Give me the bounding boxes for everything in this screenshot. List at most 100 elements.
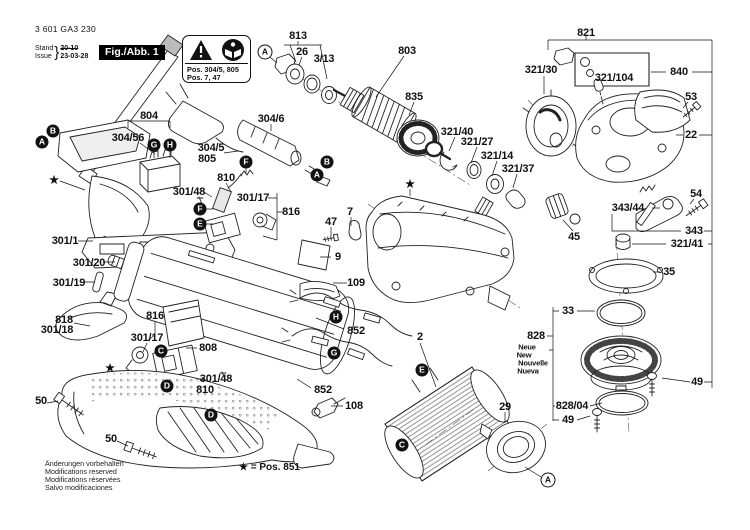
part-label-828-04: 828/04 [555,400,589,412]
ref-marker-h: H [329,310,343,324]
brace-glyph: } [54,44,60,61]
part-label-22: 22 [685,129,697,141]
part-label-109: 109 [347,277,365,289]
part-label-828: 828 [527,330,545,342]
small-levers-drawing [297,219,362,419]
armature-drawing [274,53,452,161]
part-label-301-17: 301/17 [236,192,270,204]
switch-block-drawing [139,148,181,193]
part-label-Nouvelle: Nouvelle [518,358,548,368]
part-label-813: 813 [289,30,307,42]
ref-marker-f: F [239,155,253,169]
part-label-301-20: 301/20 [72,257,106,269]
part-label-New: New [516,350,532,360]
part-label-301-1: 301/1 [51,235,79,247]
part-label-47: 47 [325,216,337,228]
ref-marker-g: G [327,346,341,360]
ref-marker-d: D [204,408,218,422]
part-label-816: 816 [282,206,300,218]
part-label-321-40: 321/40 [440,126,474,138]
ref-marker-c: C [395,438,409,452]
part-label-108: 108 [345,400,363,412]
part-label-301-48: 301/48 [199,373,233,385]
stand-label: Stand [35,44,54,52]
bearing-cover-drawing [479,420,546,474]
issue-value: 23-03-28 [60,52,89,60]
ref-marker-b: B [46,124,60,138]
part-label-321-37: 321/37 [501,163,535,175]
part-label-7: 7 [347,206,353,218]
modification-note-fr: Modifications réservées [45,474,121,484]
part-label-49: 49 [562,414,574,426]
warning-box: Pos. 304/5, 805 Pos. 7, 47 [182,35,251,83]
part-label-Nueva: Nueva [517,366,539,376]
warning-triangle-icon [190,40,213,60]
gear-head-drawing [575,89,709,233]
switch-paddle-drawing [57,119,151,252]
part-label-808: 808 [199,342,217,354]
part-label-343-44: 343/44 [611,202,645,214]
part-label-49: 49 [691,376,703,388]
issue-label: Issue [35,52,52,60]
small-parts-box-drawing [553,47,650,105]
part-label-54: 54 [690,188,702,200]
spindle-sleeve-drawing [615,233,631,250]
part-label-304-6: 304/6 [257,113,285,125]
part-label-3-13: 3/13 [313,53,335,65]
spindle-bearing-chain-drawing [439,151,526,218]
part-label-301-17: 301/17 [130,332,164,344]
ref-marker-a: A [540,472,556,488]
part-label-810: 810 [196,384,214,396]
part-label-50: 50 [105,433,117,445]
part-label-840: 840 [670,66,688,78]
part-label-343: 343 [685,225,703,237]
revision-block: Stand Issue } 20-10 23-03-28 [35,44,88,61]
ref-marker-a: A [257,44,273,60]
part-label-29: 29 [499,401,511,413]
part-label-35: 35 [663,266,675,278]
ref-marker-e: E [193,217,207,231]
adjust-nut-drawing [545,193,569,219]
star-symbol: ★ [105,362,115,375]
leader-lines [46,36,713,478]
star-symbol: ★ [49,174,59,187]
part-label-2: 2 [417,331,423,343]
part-label-816: 816 [146,310,164,322]
part-label-821: 821 [577,27,595,39]
part-label-53: 53 [685,91,697,103]
part-label-321-41: 321/41 [670,238,704,250]
ref-marker-e: E [415,363,429,377]
housing-cover-drawing [365,195,515,311]
part-label-835: 835 [405,91,423,103]
part-label-818: 818 [55,314,73,326]
part-label-9: 9 [335,251,341,263]
star-symbol: ★ [405,178,415,191]
part-label-50: 50 [35,395,47,407]
part-label-45: 45 [568,231,580,243]
field-coil-drawing [384,366,510,482]
part-label-301-18: 301/18 [40,324,74,336]
part-label-301-48: 301/48 [172,186,206,198]
part-label-Neue: Neue [518,342,536,352]
part-label-810: 810 [217,172,235,184]
modification-note: Änderungen vorbehalten Modifications res… [45,460,124,492]
part-label-803: 803 [398,45,416,57]
part-label-804: 804 [140,110,158,122]
read-manual-icon [221,39,244,61]
power-plug-drawing [165,83,331,187]
brush-group-upper-drawing [196,169,277,244]
wire-harness-drawing [281,289,413,367]
part-label-321-30: 321/30 [524,64,558,76]
ref-marker-a: A [310,168,324,182]
part-label-852: 852 [347,325,365,337]
stand-value: 20-10 [60,44,79,52]
part-label-852: 852 [314,384,332,396]
motor-housing-drawing [113,236,355,375]
modification-note-de: Änderungen vorbehalten [45,459,124,468]
ref-marker-a: A [35,135,49,149]
part-label-33: 33 [562,305,574,317]
part-label-321-104: 321/104 [594,72,634,84]
ref-marker-f: F [193,202,207,216]
